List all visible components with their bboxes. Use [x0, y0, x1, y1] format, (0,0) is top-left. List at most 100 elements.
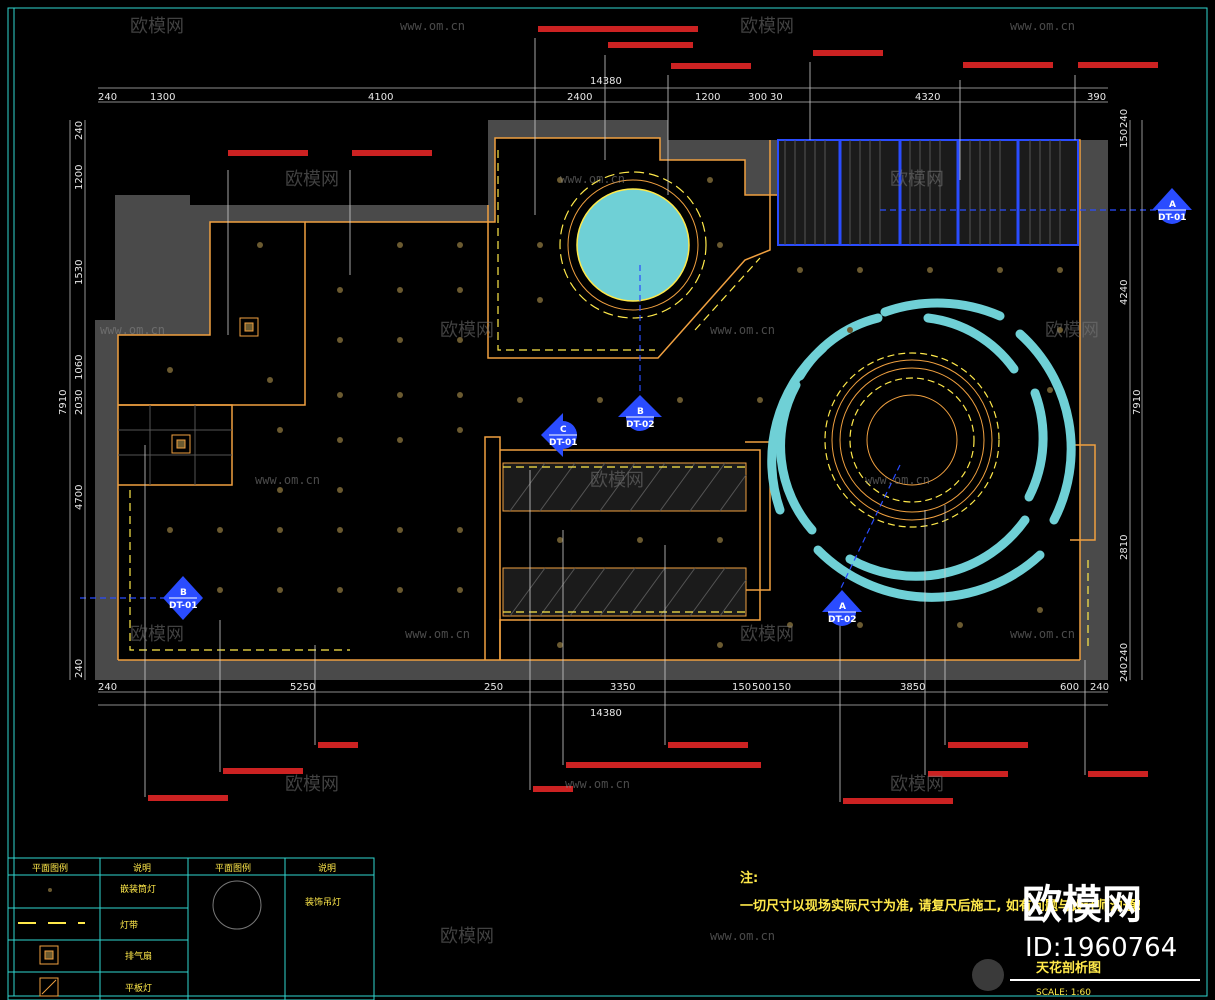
legend-pendant-light-icon	[212, 880, 262, 930]
legend-row-label: 灯带	[120, 920, 138, 931]
circular-ceiling-panel	[576, 188, 690, 302]
room-outlines	[117, 137, 1096, 661]
dim-bottom: 600	[1060, 682, 1079, 693]
notes-title: 注:	[740, 870, 758, 886]
dim-bottom: 500	[752, 682, 771, 693]
legend-row-label: 排气扇	[125, 950, 152, 962]
watermark-brand: 欧模网	[740, 624, 794, 645]
watermark-brand: 欧模网	[890, 169, 944, 190]
svg-text:DT-01: DT-01	[1158, 213, 1187, 223]
watermark-brand: 欧模网	[590, 470, 644, 491]
section-mark-c-dt01: C DT-01	[541, 413, 578, 457]
section-mark-a-dt01: A DT-01	[1152, 188, 1192, 224]
watermark-brand: 欧模网	[130, 16, 184, 37]
dim-bottom: 240	[98, 682, 117, 693]
slatted-ceiling	[777, 139, 1079, 246]
svg-text:DT-02: DT-02	[626, 420, 655, 430]
dim-left: 4700	[74, 485, 85, 510]
dim-left: 240	[74, 121, 85, 140]
dim-right: 240	[1119, 663, 1130, 682]
dim-bottom: 5250	[290, 682, 315, 693]
watermark-url: www.om.cn	[255, 473, 320, 487]
dim-right: 240	[1119, 643, 1130, 662]
watermarks: 欧模网 www.om.cn 欧模网 www.om.cn 欧模网 www.om.c…	[100, 16, 1099, 947]
dim-left: 240	[74, 659, 85, 678]
legend-downlight-icon	[48, 888, 52, 892]
watermark-url: www.om.cn	[865, 473, 930, 487]
legend-table	[7, 857, 375, 1000]
svg-text:DT-02: DT-02	[828, 615, 857, 625]
watermark-brand: 欧模网	[130, 624, 184, 645]
title-bubble-icon	[972, 959, 1004, 991]
dim-bottom: 3850	[900, 682, 925, 693]
watermark-brand: 欧模网	[890, 774, 944, 795]
watermark-brand: 欧模网	[285, 169, 339, 190]
dim-left: 1530	[74, 260, 85, 285]
legend-header: 平面图例	[32, 862, 68, 874]
watermark-url: www.om.cn	[710, 929, 775, 943]
drawing-scale: SCALE: 1:60	[1036, 988, 1091, 998]
notes-body: 一切尺寸以现场实际尺寸为准, 请复尺后施工, 如有问题与设计师沟通!	[740, 898, 1142, 914]
dim-right-total: 7910	[1132, 390, 1143, 415]
legend-row-label: 装饰吊灯	[305, 896, 341, 908]
sheet-frame	[7, 7, 1208, 997]
tile-grid	[118, 405, 232, 485]
legend-panel-light-icon	[39, 977, 59, 997]
dim-left-total: 7910	[58, 390, 69, 415]
dim-top: 1200	[695, 92, 720, 103]
watermark-url: www.om.cn	[560, 172, 625, 186]
annotation-leaders	[144, 38, 1086, 802]
svg-text:A: A	[839, 602, 846, 612]
dim-right: 4240	[1119, 280, 1130, 305]
dim-top: 4100	[368, 92, 393, 103]
watermark-brand: 欧模网	[440, 926, 494, 947]
svg-text:B: B	[180, 588, 187, 598]
dim-top: 2400	[567, 92, 592, 103]
dim-right: 240	[1119, 109, 1130, 128]
dim-top: 30	[770, 92, 783, 103]
dim-top: 300	[748, 92, 767, 103]
svg-text:DT-01: DT-01	[169, 601, 198, 611]
brand-watermark: 欧模网	[1022, 882, 1142, 928]
watermark-brand: 欧模网	[285, 774, 339, 795]
drawing-title: 天花剖析图	[1036, 960, 1101, 976]
svg-text:DT-01: DT-01	[549, 438, 578, 448]
watermark-brand: 欧模网	[1045, 320, 1099, 341]
watermark-url: www.om.cn	[710, 323, 775, 337]
red-annotation-labels	[148, 26, 1158, 804]
dim-right: 150	[1119, 129, 1130, 148]
dim-bottom: 240	[1090, 682, 1109, 693]
slatted-ceiling-lines	[784, 140, 1061, 245]
dim-top-total: 14380	[590, 76, 622, 87]
dim-left: 2030	[74, 390, 85, 415]
dim-bottom: 3350	[610, 682, 635, 693]
watermark-url: www.om.cn	[100, 323, 165, 337]
dim-top: 4320	[915, 92, 940, 103]
downlight-markers	[167, 177, 1063, 648]
section-mark-b-dt02: B DT-02	[618, 395, 662, 431]
ring-arc-segments	[767, 298, 1076, 602]
hatched-ceiling-bands	[502, 462, 747, 617]
exhaust-fan-fixtures	[171, 317, 259, 454]
watermark-url: www.om.cn	[1010, 627, 1075, 641]
watermark-url: www.om.cn	[1010, 19, 1075, 33]
slatted-ceiling-dividers	[838, 140, 1020, 245]
svg-text:C: C	[560, 425, 567, 435]
circular-ceiling-ring	[559, 171, 707, 319]
circular-ceiling-ring-inner	[567, 179, 699, 311]
ring-ceiling-feature	[824, 352, 1000, 528]
section-mark-b-dt01: B DT-01	[163, 576, 203, 620]
dim-bottom-total: 14380	[590, 708, 622, 719]
watermark-url: www.om.cn	[565, 777, 630, 791]
legend-row-label: 嵌装筒灯	[120, 883, 156, 895]
watermark-url: www.om.cn	[400, 19, 465, 33]
dim-top: 240	[98, 92, 117, 103]
dim-right: 2810	[1119, 535, 1130, 560]
dim-top: 390	[1087, 92, 1106, 103]
legend-header: 平面图例	[215, 862, 251, 874]
section-lines	[80, 209, 1160, 599]
dim-top: 1300	[150, 92, 175, 103]
legend-row-label: 平板灯	[125, 982, 152, 994]
dim-left: 1200	[74, 165, 85, 190]
